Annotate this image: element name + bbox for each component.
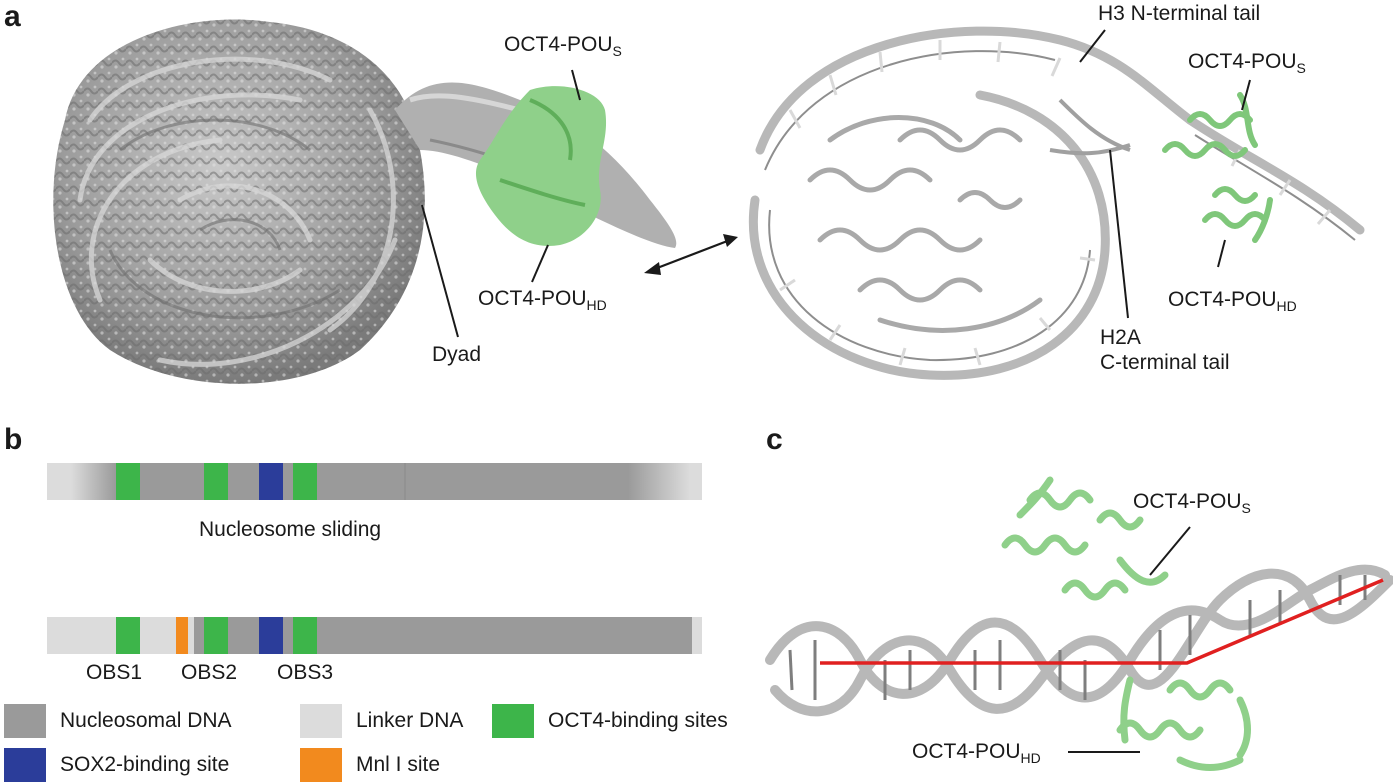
oct4-density-map	[475, 86, 607, 246]
nucleosome-ribbon-model	[748, 26, 1365, 380]
legend-mnl-site: Mnl I site	[300, 748, 440, 782]
legend-nucleosomal-dna: Nucleosomal DNA	[4, 704, 232, 738]
legend-label: Nucleosomal DNA	[60, 709, 232, 732]
sox2-site-top	[259, 463, 283, 500]
panel-c-label-pous: OCT4-POUS	[1133, 490, 1251, 516]
dna-bend-axis	[820, 578, 1384, 665]
panel-letter-a: a	[4, 0, 21, 33]
obs2-site	[204, 617, 228, 654]
oct4-site-top-3	[293, 463, 317, 500]
panel-letter-c: c	[766, 423, 783, 456]
panel-c-label-pouhd: OCT4-POUHD	[912, 740, 1041, 766]
legend-label: Linker DNA	[356, 709, 464, 732]
map-label-dyad: Dyad	[432, 343, 482, 366]
nucleosome-sliding-label: Nucleosome sliding	[199, 518, 382, 541]
dna-strip-top	[47, 463, 702, 500]
double-arrow-icon	[644, 234, 738, 275]
model-label-pous: OCT4-POUS	[1188, 50, 1306, 76]
legend-sox2-site: SOX2-binding site	[4, 748, 229, 782]
dna-strip-bottom	[47, 617, 702, 654]
model-label-h2a-line2: C-terminal tail	[1100, 351, 1230, 374]
legend-swatch	[4, 704, 46, 738]
map-label-pous: OCT4-POUS	[504, 33, 622, 59]
legend-linker-dna: Linker DNA	[300, 704, 463, 738]
legend-swatch	[4, 748, 46, 782]
panel-c-model	[765, 476, 1393, 771]
map-leader-lines	[421, 69, 581, 338]
legend-label: OCT4-binding sites	[548, 709, 728, 732]
panel-c-leader-lines	[1068, 526, 1191, 753]
map-label-pouhd: OCT4-POUHD	[478, 287, 607, 313]
model-leader-lines	[1079, 29, 1251, 319]
legend-oct4-sites: OCT4-binding sites	[492, 704, 728, 738]
model-label-h2a-line1: H2A	[1100, 326, 1141, 349]
obs2-label: OBS2	[181, 661, 238, 684]
model-label-pouhd: OCT4-POUHD	[1168, 288, 1297, 314]
oct4-site-top-2	[204, 463, 228, 500]
obs1-site	[116, 617, 140, 654]
model-label-h3-tail: H3 N-terminal tail	[1098, 2, 1261, 25]
sox2-site-bottom	[259, 617, 283, 654]
panel-letter-b: b	[4, 423, 23, 456]
obs1-label: OBS1	[86, 661, 143, 684]
legend-swatch	[492, 704, 534, 738]
legend-label: Mnl I site	[356, 753, 441, 776]
legend-label: SOX2-binding site	[60, 753, 230, 776]
oct4-site-top-1	[116, 463, 140, 500]
nucleosome-density-map	[53, 19, 425, 384]
legend-swatch	[300, 704, 342, 738]
legend-swatch	[300, 748, 342, 782]
obs3-site	[293, 617, 317, 654]
mnl-site	[176, 617, 188, 654]
obs3-label: OBS3	[277, 661, 334, 684]
